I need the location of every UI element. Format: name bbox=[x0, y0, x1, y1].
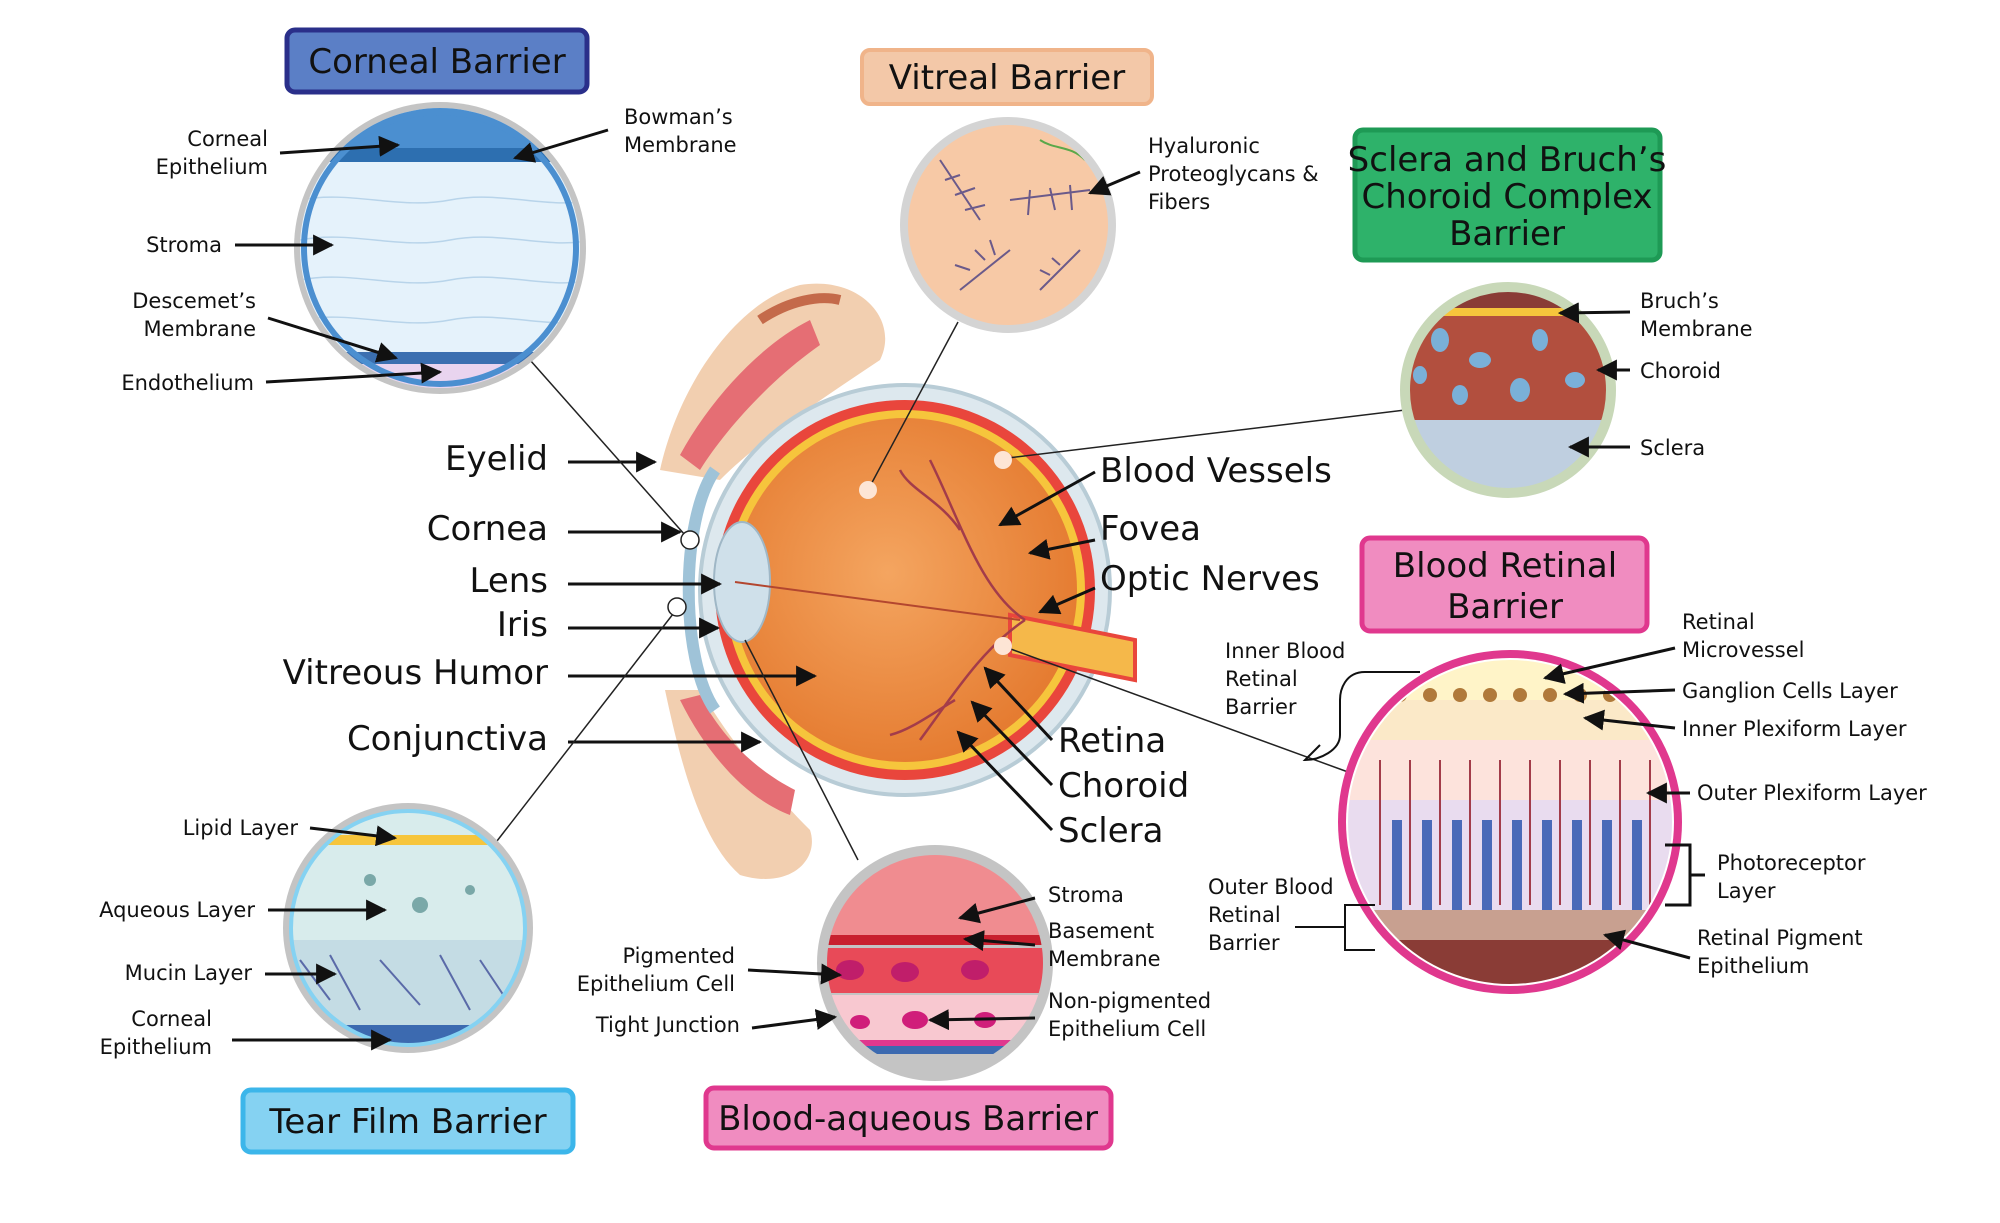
label-hyaluronic-2: Proteoglycans & bbox=[1148, 162, 1319, 186]
eye-right-labels: Blood Vessels Fovea Optic Nerves Retina … bbox=[956, 451, 1332, 851]
label-conjunctiva: Conjunctiva bbox=[347, 719, 548, 759]
label-inner-brb-2: Retinal bbox=[1225, 667, 1298, 691]
upper-eyelid bbox=[660, 283, 886, 480]
label-choroid: Choroid bbox=[1058, 766, 1189, 806]
label-tight-junction: Tight Junction bbox=[595, 1013, 740, 1037]
label-bruchs-1: Bruch’s bbox=[1640, 289, 1719, 313]
label-iris: Iris bbox=[497, 605, 548, 645]
label-retina: Retina bbox=[1058, 721, 1166, 761]
blood-aqueous-title: Blood-aqueous Barrier bbox=[718, 1099, 1098, 1139]
label-mucin: Mucin Layer bbox=[125, 961, 253, 985]
label-endothelium: Endothelium bbox=[121, 371, 254, 395]
sclera-barrier-title-3: Barrier bbox=[1449, 214, 1565, 254]
label-sclera: Sclera bbox=[1058, 811, 1163, 851]
label-basement-1: Basement bbox=[1048, 919, 1154, 943]
vitreal-barrier-title: Vitreal Barrier bbox=[889, 58, 1125, 98]
vitreal-barrier: Vitreal Barrier Hyaluronic Proteoglycans… bbox=[860, 48, 1319, 333]
tear-film-title: Tear Film Barrier bbox=[268, 1102, 546, 1142]
lower-eyelid bbox=[665, 690, 812, 879]
label-rpe-1: Retinal Pigment bbox=[1697, 926, 1863, 950]
label-ganglion: Ganglion Cells Layer bbox=[1682, 679, 1898, 703]
label-rpe-2: Epithelium bbox=[1697, 954, 1809, 978]
label-optic-nerves: Optic Nerves bbox=[1100, 559, 1320, 599]
blood-aqueous-title-box bbox=[703, 1085, 1114, 1151]
label-lipid: Lipid Layer bbox=[183, 816, 299, 840]
corneal-barrier: Corneal Barrier Corneal Epithelium Bowma… bbox=[121, 27, 737, 395]
label-non-pigmented-1: Non-pigmented bbox=[1048, 989, 1211, 1013]
label-bowmans-2: Membrane bbox=[624, 133, 737, 157]
label-non-pigmented-2: Epithelium Cell bbox=[1048, 1017, 1206, 1041]
label-outer-plexiform: Outer Plexiform Layer bbox=[1697, 781, 1927, 805]
label-vitreous-humor: Vitreous Humor bbox=[283, 653, 548, 693]
label-tear-corneal-epithelium-1: Corneal bbox=[131, 1007, 212, 1031]
blood-retinal-title-box bbox=[1359, 535, 1650, 634]
label-descemets-2: Membrane bbox=[143, 317, 256, 341]
label-pigmented-1: Pigmented bbox=[622, 944, 735, 968]
label-fovea: Fovea bbox=[1100, 509, 1201, 549]
blood-aqueous-barrier: Blood-aqueous Barrier Stroma Basement Me… bbox=[577, 845, 1211, 1151]
label-aqueous: Aqueous Layer bbox=[99, 898, 255, 922]
blood-retinal-title-2: Barrier bbox=[1447, 587, 1563, 627]
label-inner-brb-1: Inner Blood bbox=[1225, 639, 1345, 663]
label-inner-brb-3: Barrier bbox=[1225, 695, 1297, 719]
label-basement-2: Membrane bbox=[1048, 947, 1161, 971]
corneal-barrier-title-box bbox=[284, 27, 590, 95]
corneal-barrier-title: Corneal Barrier bbox=[308, 42, 565, 82]
label-inner-plexiform: Inner Plexiform Layer bbox=[1682, 717, 1907, 741]
blood-retinal-barrier: Blood Retinal Barrier bbox=[1208, 535, 1927, 994]
tear-film-barrier: Tear Film Barrier Lipid Layer Aqueous La… bbox=[99, 803, 576, 1155]
label-bowmans-1: Bowman’s bbox=[624, 105, 733, 129]
label-sclera-inset: Sclera bbox=[1640, 436, 1705, 460]
label-pigmented-2: Epithelium Cell bbox=[577, 972, 735, 996]
label-bruchs-2: Membrane bbox=[1640, 317, 1753, 341]
sclera-barrier-title-box bbox=[1352, 127, 1663, 263]
label-tear-corneal-epithelium-2: Epithelium bbox=[100, 1035, 212, 1059]
label-photoreceptor-1: Photoreceptor bbox=[1717, 851, 1866, 875]
label-retinal-microvessel-2: Microvessel bbox=[1682, 638, 1805, 662]
label-lens: Lens bbox=[469, 561, 548, 601]
label-outer-brb-3: Barrier bbox=[1208, 931, 1280, 955]
label-outer-brb-1: Outer Blood bbox=[1208, 875, 1334, 899]
sclera-bruchs-barrier: Sclera and Bruch’s Choroid Complex Barri… bbox=[1348, 127, 1753, 498]
label-choroid-inset: Choroid bbox=[1640, 359, 1721, 383]
label-stroma: Stroma bbox=[146, 233, 222, 257]
connector-lines bbox=[489, 321, 1406, 861]
label-hyaluronic-3: Fibers bbox=[1148, 190, 1210, 214]
label-photoreceptor-2: Layer bbox=[1717, 879, 1776, 903]
blood-retinal-title-1: Blood Retinal bbox=[1393, 546, 1617, 586]
tear-film-title-box bbox=[240, 1087, 576, 1155]
label-eyelid: Eyelid bbox=[445, 439, 548, 479]
eye-left-labels: Eyelid Cornea Lens Iris Vitreous Humor C… bbox=[283, 439, 818, 759]
label-outer-brb-2: Retinal bbox=[1208, 903, 1281, 927]
label-retinal-microvessel-1: Retinal bbox=[1682, 610, 1755, 634]
label-blood-vessels: Blood Vessels bbox=[1100, 451, 1332, 491]
label-descemets-1: Descemet’s bbox=[132, 289, 256, 313]
label-corneal-epithelium-2: Epithelium bbox=[156, 155, 268, 179]
sclera-barrier-title-1: Sclera and Bruch’s bbox=[1348, 140, 1667, 180]
label-aqueous-stroma: Stroma bbox=[1048, 883, 1124, 907]
label-hyaluronic-1: Hyaluronic bbox=[1148, 134, 1260, 158]
label-corneal-epithelium-1: Corneal bbox=[187, 127, 268, 151]
sclera-barrier-title-2: Choroid Complex bbox=[1361, 177, 1652, 217]
label-cornea: Cornea bbox=[427, 509, 548, 549]
vitreal-barrier-title-box bbox=[860, 48, 1154, 106]
